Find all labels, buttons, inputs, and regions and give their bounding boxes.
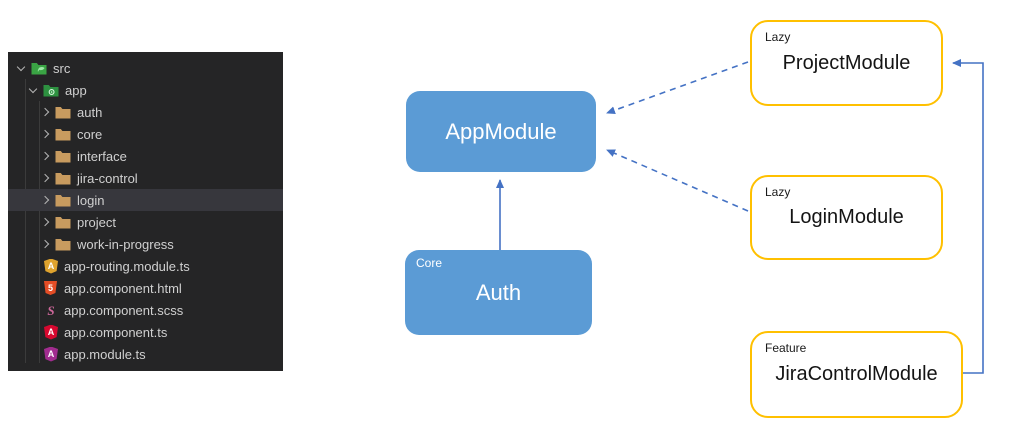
html5-file-icon: 5: [44, 281, 57, 295]
tree-item-work-in-progress[interactable]: work-in-progress: [8, 233, 283, 255]
diagram-node-projectmodule: Lazy ProjectModule: [750, 20, 943, 106]
tree-item-label: project: [77, 214, 117, 230]
node-tag: Lazy: [765, 30, 791, 44]
tree-item-label: app: [65, 82, 87, 98]
explorer-panel: src app auth core: [8, 52, 283, 371]
folder-app-icon: [43, 84, 59, 97]
tree-item-app-routing-module-ts[interactable]: A app-routing.module.ts: [8, 255, 283, 277]
tree-item-login[interactable]: login: [8, 189, 283, 211]
tree-item-label: app.module.ts: [64, 346, 146, 362]
chevron-down-icon: [16, 63, 26, 73]
folder-icon: [55, 150, 71, 163]
tree-item-label: src: [53, 60, 71, 76]
edge-projectmodule-to-appmodule: [606, 61, 749, 115]
edge-loginmodule-to-appmodule: [606, 149, 749, 212]
diagram-node-loginmodule: Lazy LoginModule: [750, 175, 943, 260]
chevron-down-icon: [28, 85, 38, 95]
tree-item-interface[interactable]: interface: [8, 145, 283, 167]
tree-item-label: app-routing.module.ts: [64, 258, 190, 274]
tree-item-jira-control[interactable]: jira-control: [8, 167, 283, 189]
node-label: LoginModule: [789, 206, 904, 228]
node-label: ProjectModule: [782, 51, 911, 74]
chevron-right-icon: [40, 107, 50, 117]
folder-icon: [55, 172, 71, 185]
node-tag: Lazy: [765, 185, 791, 199]
tree-item-project[interactable]: project: [8, 211, 283, 233]
chevron-right-icon: [40, 151, 50, 161]
tree-item-label: auth: [77, 104, 103, 120]
chevron-right-icon: [40, 129, 50, 139]
tree-item-label: core: [77, 126, 103, 142]
node-tag: Feature: [765, 341, 807, 355]
node-label: JiraControlModule: [775, 363, 938, 385]
folder-icon: [55, 216, 71, 229]
tree-item-app-component-scss[interactable]: S app.component.scss: [8, 299, 283, 321]
chevron-right-icon: [40, 217, 50, 227]
folder-src-icon: [31, 62, 47, 75]
indent-guide: [25, 79, 26, 363]
tree-item-app[interactable]: app: [8, 79, 283, 101]
node-tag: Core: [416, 256, 443, 270]
chevron-right-icon: [40, 173, 50, 183]
tree-item-app-component-ts[interactable]: A app.component.ts: [8, 321, 283, 343]
diagram-node-appmodule: AppModule: [406, 91, 596, 172]
folder-icon: [55, 106, 71, 119]
diagram-node-jiracontrolmodule: Feature JiraControlModule: [750, 331, 963, 418]
tree-item-label: app.component.html: [64, 280, 182, 296]
tree-item-core[interactable]: core: [8, 123, 283, 145]
tree-item-app-component-html[interactable]: 5 app.component.html: [8, 277, 283, 299]
sass-file-icon: S: [47, 302, 55, 318]
tree-item-label: app.component.ts: [64, 324, 168, 340]
node-label: Auth: [475, 279, 522, 305]
tree-item-auth[interactable]: auth: [8, 101, 283, 123]
folder-icon: [55, 238, 71, 251]
tree-item-app-module-ts[interactable]: A app.module.ts: [8, 343, 283, 365]
chevron-right-icon: [40, 195, 50, 205]
tree-item-label: login: [77, 192, 105, 208]
tree-item-label: jira-control: [77, 170, 138, 186]
angular-routing-file-icon: A: [44, 258, 58, 274]
chevron-right-icon: [40, 239, 50, 249]
folder-icon: [55, 194, 71, 207]
angular-module-file-icon: A: [44, 346, 58, 362]
angular-component-file-icon: A: [44, 324, 58, 340]
edge-jiracontrolmodule-to-projectmodule: [952, 59, 984, 374]
tree-item-src[interactable]: src: [8, 57, 283, 79]
node-label: AppModule: [445, 118, 557, 144]
tree-item-label: app.component.scss: [64, 302, 184, 318]
tree-item-label: work-in-progress: [77, 236, 174, 252]
diagram-node-auth: Core Auth: [405, 250, 592, 335]
tree-item-label: interface: [77, 148, 127, 164]
indent-guide: [39, 101, 40, 363]
folder-icon: [55, 128, 71, 141]
